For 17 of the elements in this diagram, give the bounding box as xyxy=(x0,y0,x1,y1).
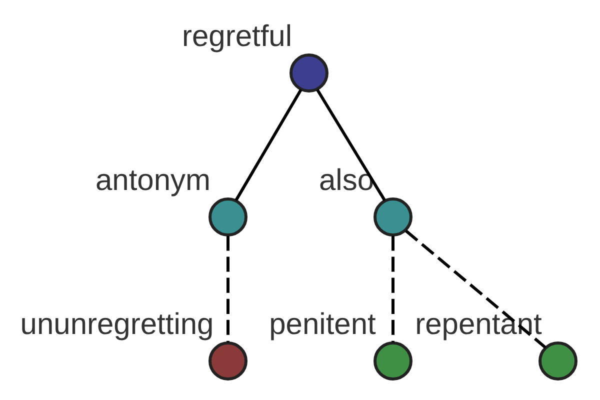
node-circle xyxy=(290,53,328,92)
connector xyxy=(226,235,230,342)
node-label: ununregretting xyxy=(20,308,214,340)
connector xyxy=(392,235,394,342)
node-circle xyxy=(208,341,248,380)
node-circle xyxy=(538,341,578,380)
node-label: antonym xyxy=(95,164,211,196)
connector xyxy=(234,88,302,201)
node-label: also xyxy=(318,164,374,196)
connector xyxy=(405,229,547,348)
node-circle xyxy=(374,341,412,380)
node-label: regretful xyxy=(182,20,292,52)
node-circle xyxy=(374,197,412,236)
node-label: penitent xyxy=(269,308,376,340)
connector xyxy=(316,88,386,201)
node-label: repentant xyxy=(415,308,542,340)
node-circle xyxy=(208,197,248,236)
